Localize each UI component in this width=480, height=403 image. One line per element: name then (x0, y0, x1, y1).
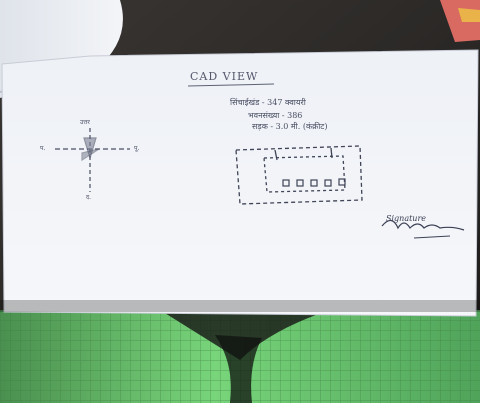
compass-west-label: प. (40, 145, 46, 152)
plan-units (282, 178, 346, 187)
heading-underline (187, 83, 275, 87)
compass-east-label: पू. (134, 145, 140, 152)
cloth-fold (215, 335, 262, 403)
paper-sheet (1, 49, 479, 317)
note-line-3: सड़क - 3.0 मी. (कंक्रीट) (252, 122, 328, 131)
plan-drawing (235, 145, 363, 205)
north-arrow-drawing (55, 128, 130, 192)
paper-shadow (0, 300, 480, 312)
signature-underline (413, 235, 451, 239)
yellow-sticky (458, 8, 480, 22)
compass-south-label: द. (86, 194, 92, 201)
note-line-2: भवनसंख्या - 386 (248, 111, 303, 120)
compass-north-label: उत्तर (80, 119, 90, 126)
note-line-1: सिंचाईखंड - 347 क्वायरी (230, 98, 306, 107)
signature-label: Signature (386, 214, 427, 223)
signature-stroke (381, 219, 465, 231)
sheet-heading: CAD VIEW (190, 70, 259, 83)
cloth-shadow (160, 310, 330, 360)
